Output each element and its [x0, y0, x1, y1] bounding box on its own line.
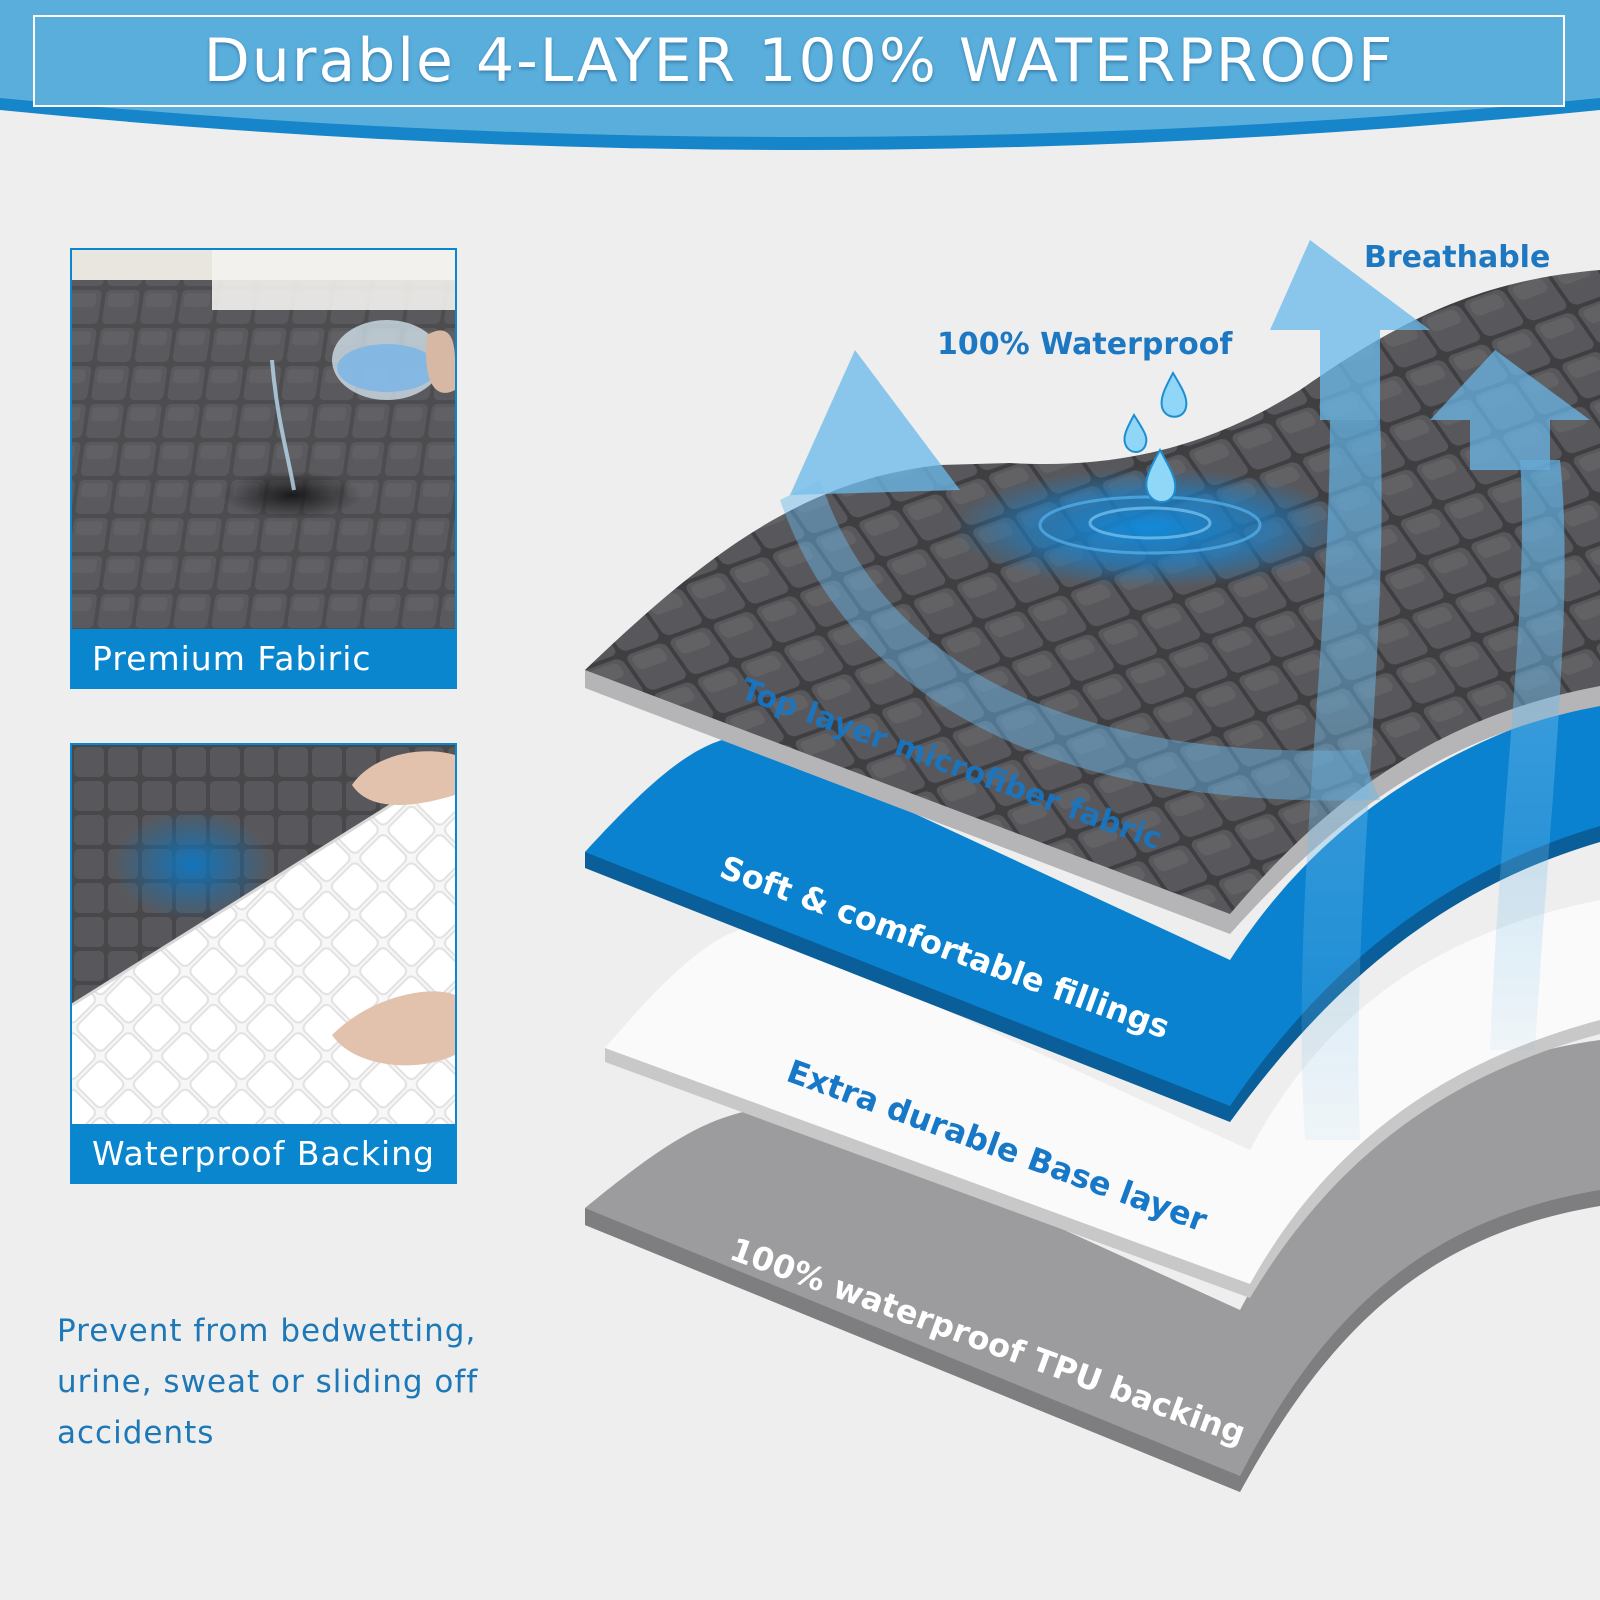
water-drop-icon — [1123, 370, 1188, 503]
backing-photo — [72, 745, 455, 1124]
waterproof-backing-panel: Waterproof Backing — [70, 743, 457, 1184]
waterproof-backing-caption: Waterproof Backing — [72, 1124, 455, 1182]
benefit-line: Prevent from bedwetting, — [57, 1313, 477, 1349]
breathable-arrow-icon — [780, 240, 1590, 1140]
banner-title: Durable 4-LAYER 100% WATERPROOF — [203, 26, 1395, 96]
hand-icon — [332, 991, 455, 1066]
hand-icon — [426, 330, 455, 393]
fabric-water-photo — [72, 250, 455, 629]
benefit-text: Prevent from bedwetting, urine, sweat or… — [57, 1306, 617, 1459]
premium-fabric-caption: Premium Fabiric — [72, 629, 455, 687]
benefit-line: accidents — [57, 1415, 215, 1451]
benefit-line: urine, sweat or sliding off — [57, 1364, 479, 1400]
banner-background — [0, 0, 1600, 150]
premium-fabric-panel: Premium Fabiric — [70, 248, 457, 689]
breathable-label: Breathable — [1364, 240, 1551, 275]
hand-icon — [352, 751, 455, 805]
waterproof-label: 100% Waterproof — [937, 327, 1233, 362]
